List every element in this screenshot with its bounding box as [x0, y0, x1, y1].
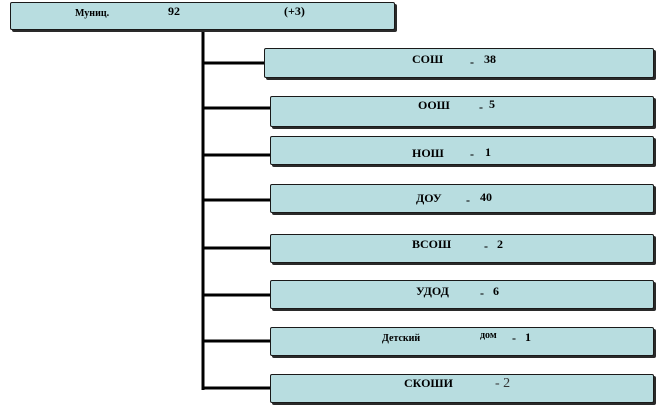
child-value: 1 — [525, 330, 531, 344]
child-dash: - — [480, 286, 484, 300]
child-value: - 2 — [495, 376, 511, 391]
child-node-detsky-dom — [270, 327, 654, 356]
child-dash: - — [479, 100, 483, 114]
child-value: 1 — [485, 145, 491, 159]
child-dash: - — [512, 331, 516, 345]
root-delta: (+3) — [284, 4, 305, 18]
child-name: Детский — [382, 333, 421, 344]
root-label: Муниц. — [75, 8, 110, 19]
child-node-oosh — [270, 96, 654, 127]
child-name: ДОУ — [416, 191, 442, 205]
root-node — [10, 2, 395, 30]
child-name: СОШ — [412, 52, 444, 66]
child-dash: - — [470, 147, 474, 161]
child-name: ООШ — [418, 98, 450, 112]
child-name: УДОД — [416, 284, 449, 298]
child-dash: - — [484, 239, 488, 253]
child-value: 40 — [480, 190, 492, 204]
child-node-udod — [270, 280, 654, 309]
child-value: 38 — [484, 52, 496, 66]
child-node-dou — [270, 184, 654, 213]
child-value: 5 — [489, 97, 495, 111]
child-value: 6 — [493, 284, 499, 298]
child-value: 2 — [497, 237, 503, 251]
child-name: ВСОШ — [412, 237, 452, 251]
child-name: НОШ — [412, 146, 444, 160]
child-node-nosh — [270, 136, 654, 165]
child-name: СКОШИ — [404, 376, 453, 390]
child-node-skoshi — [270, 374, 654, 403]
child-name-2: дом — [480, 330, 497, 341]
child-dash: - — [470, 55, 474, 69]
root-count: 92 — [168, 4, 180, 18]
child-dash: - — [466, 193, 470, 207]
child-node-vsosh — [270, 234, 654, 263]
child-node-sosh — [264, 48, 654, 78]
